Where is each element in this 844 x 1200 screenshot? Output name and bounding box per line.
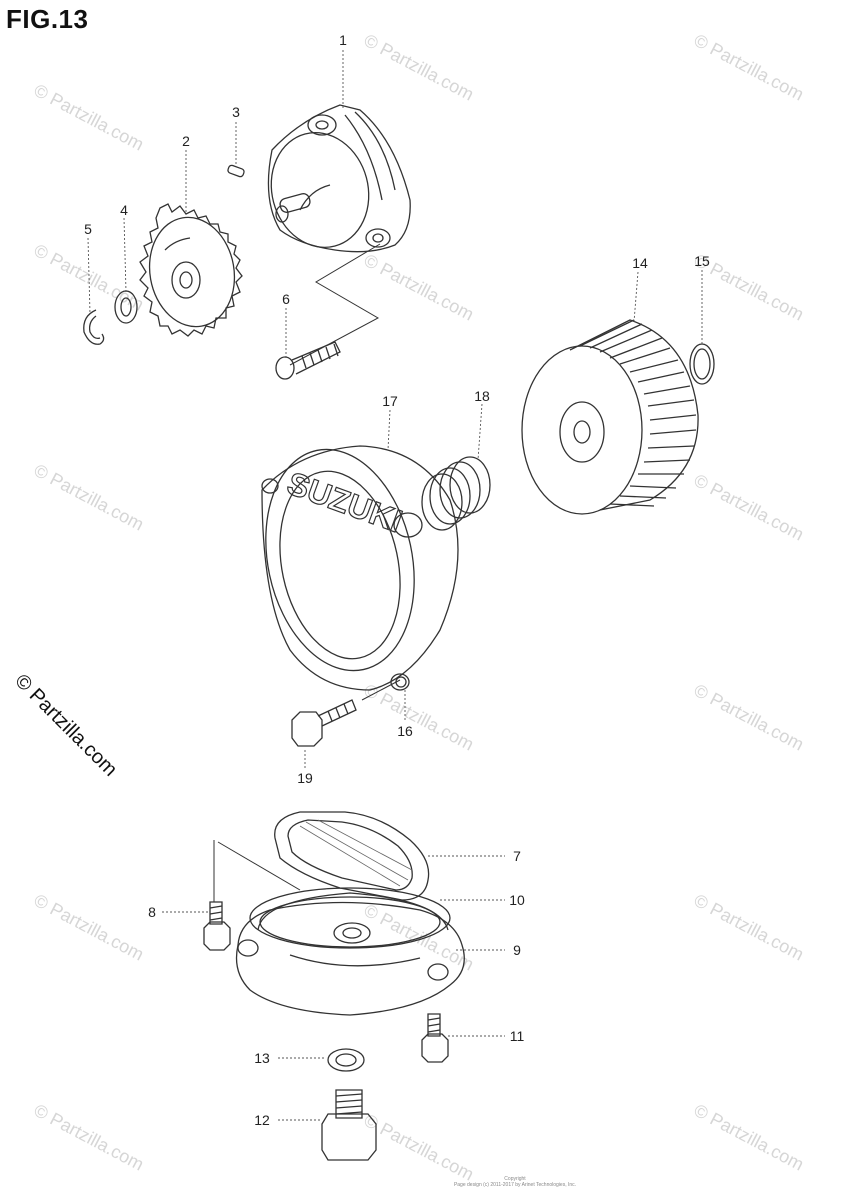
callout-16: 16	[397, 723, 413, 739]
callout-17: 17	[382, 393, 398, 409]
callout-10: 10	[509, 892, 525, 908]
page-footer: Copyright Page design (c) 2011-2017 by A…	[440, 1176, 590, 1188]
callout-19: 19	[297, 770, 313, 786]
cover-bolt	[292, 700, 356, 746]
pan-bolt-left	[204, 902, 230, 950]
drain-plug	[322, 1090, 376, 1160]
filter-o-ring	[690, 344, 714, 384]
oil-pump-gear	[140, 204, 243, 336]
footer-line: Copyright	[504, 1176, 526, 1182]
callout-7: 7	[513, 848, 521, 864]
figure-title: FIG.13	[6, 4, 89, 34]
callout-4: 4	[120, 202, 128, 218]
callout-3: 3	[232, 104, 240, 120]
callout-5: 5	[84, 221, 92, 237]
footer-line: Page design (c) 2011-2017 by Arinet Tech…	[453, 1182, 577, 1188]
oil-filter-element	[522, 320, 698, 514]
drain-plug-washer	[328, 1049, 364, 1071]
callout-15: 15	[694, 253, 710, 269]
oil-filter-cover	[246, 435, 458, 690]
callout-11: 11	[509, 1028, 525, 1044]
pan-bolt-right	[422, 1014, 448, 1062]
callout-9: 9	[513, 942, 521, 958]
washer	[115, 291, 137, 323]
oil-pump-body	[259, 105, 411, 258]
leader-lines	[88, 50, 702, 1120]
callout-12: 12	[254, 1112, 270, 1128]
oil-pan	[237, 893, 465, 1015]
circlip	[84, 310, 104, 344]
oil-strainer	[250, 888, 450, 948]
callout-8: 8	[148, 904, 156, 920]
oil-pan-gasket	[275, 812, 429, 900]
callout-1: 1	[339, 32, 347, 48]
filter-spring	[422, 457, 490, 530]
pump-screw	[276, 342, 340, 379]
callout-18: 18	[474, 388, 490, 404]
callout-13: 13	[254, 1050, 270, 1066]
cover-o-ring	[396, 677, 406, 687]
callout-6: 6	[282, 291, 290, 307]
callout-14: 14	[632, 255, 648, 271]
pin	[227, 165, 245, 178]
callout-2: 2	[182, 133, 190, 149]
assembly-lines	[214, 244, 400, 902]
brand-logo: SUZUKI	[283, 465, 407, 540]
